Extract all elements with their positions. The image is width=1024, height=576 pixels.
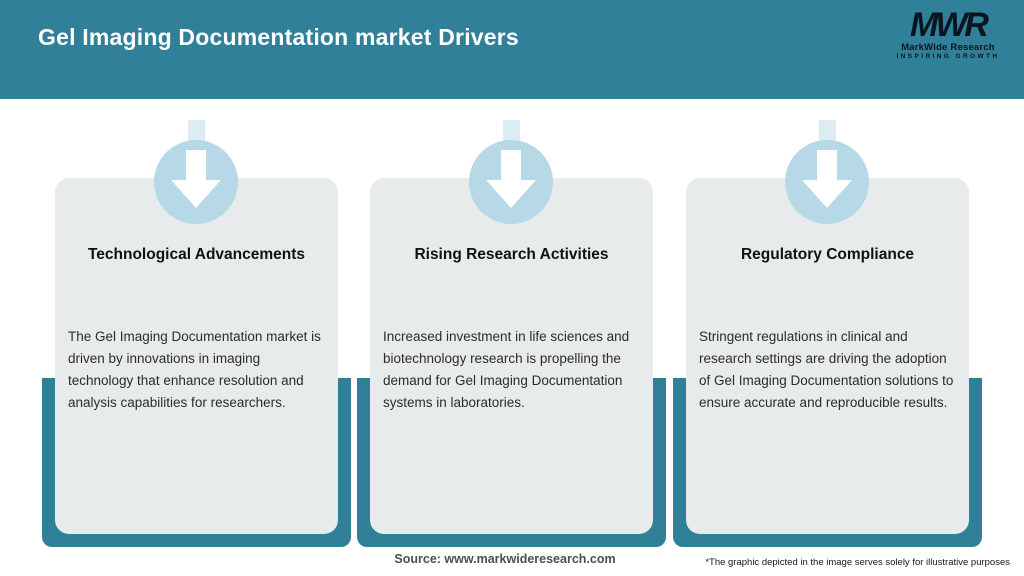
page-title: Gel Imaging Documentation market Drivers — [38, 24, 519, 50]
header-bar: Gel Imaging Documentation market Drivers… — [0, 0, 1024, 99]
logo-name: MarkWide Research — [901, 41, 995, 53]
card-body: Increased investment in life sciences an… — [383, 329, 630, 410]
down-arrow-icon — [802, 150, 852, 208]
card-body: The Gel Imaging Documentation market is … — [68, 329, 321, 410]
down-arrow-badge — [785, 140, 869, 224]
down-arrow-icon — [486, 150, 536, 208]
source-credit: Source: www.markwideresearch.com — [394, 552, 616, 566]
card-title: Rising Research Activities — [414, 246, 609, 263]
card-title: Regulatory Compliance — [740, 246, 915, 263]
disclaimer-note: *The graphic depicted in the image serve… — [705, 557, 1010, 568]
down-arrow-badge — [154, 140, 238, 224]
card-title: Technological Advancements — [87, 246, 306, 263]
driver-card-rising-research-activities: Rising Research Activities Increased inv… — [370, 178, 653, 534]
logo-tagline: INSPIRING GROWTH — [896, 53, 1000, 61]
driver-card-technological-advancements: Technological Advancements The Gel Imagi… — [55, 178, 338, 534]
markwide-research-logo: MWR MarkWide Research INSPIRING GROWTH — [888, 6, 1008, 61]
card-body: Stringent regulations in clinical and re… — [699, 329, 954, 410]
down-arrow-badge — [469, 140, 553, 224]
driver-card-regulatory-compliance: Regulatory Compliance Stringent regulati… — [686, 178, 969, 534]
down-arrow-icon — [171, 150, 221, 208]
logo-monogram: MWR — [910, 6, 989, 44]
